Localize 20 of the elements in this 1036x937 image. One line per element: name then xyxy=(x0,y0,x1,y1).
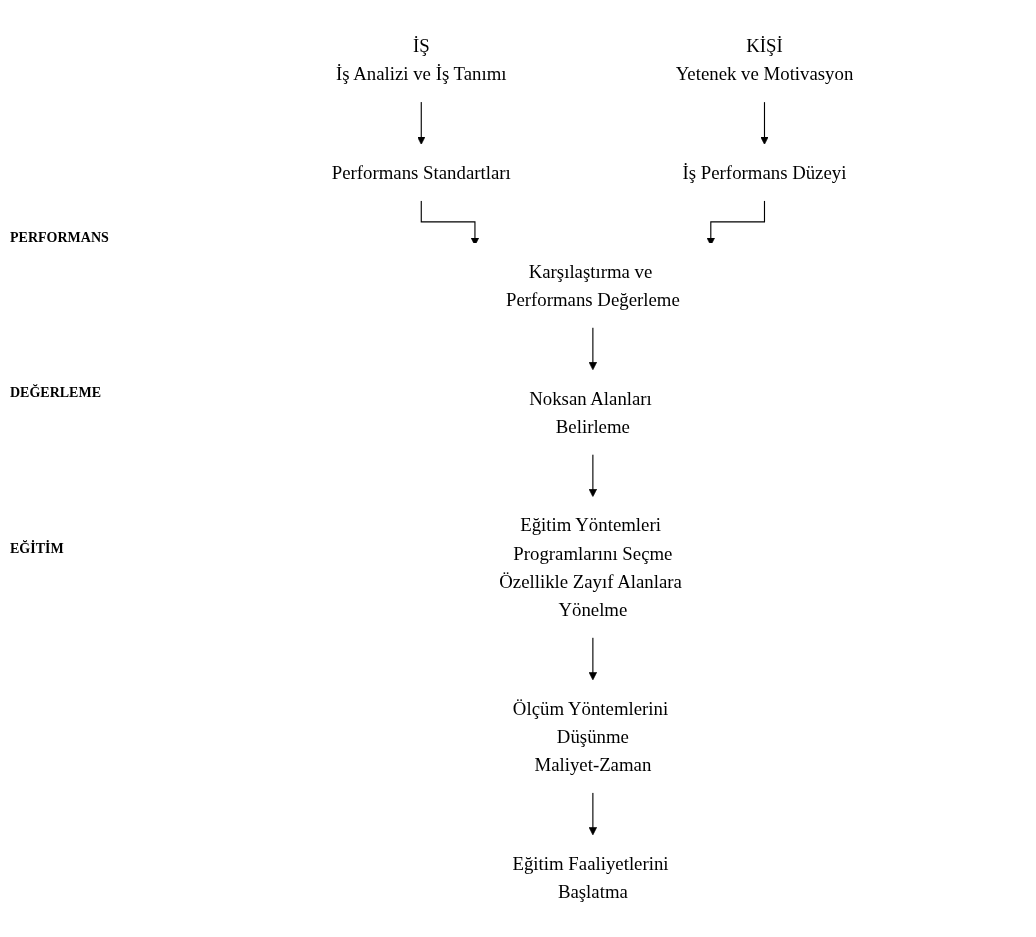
node-text: KİŞİ Yetenek ve Motivasyon xyxy=(676,35,854,85)
arrow xyxy=(707,200,766,246)
arrow xyxy=(760,101,770,145)
node-text: Eğitim Yöntemleri Programlarını Seçme Özellikle Zayıf Alanlara Yönelme xyxy=(499,514,683,620)
node-text: Ölçüm Yöntemlerini Düşünme Maliyet-Zaman xyxy=(513,697,669,775)
node-text: İŞ İş Analizi ve İş Tanımı xyxy=(336,35,508,85)
row-label: EĞİTİM xyxy=(10,541,65,558)
row-label: DEĞERLEME xyxy=(10,385,102,402)
node-text: Karşılaştırma ve Performans Değerleme xyxy=(506,260,681,310)
arrow xyxy=(589,327,598,371)
node-text: Performans Standartları xyxy=(332,162,512,183)
row-label: PERFORMANS xyxy=(10,229,110,246)
arrow xyxy=(589,637,598,681)
node-text: İş Performans Düzeyi xyxy=(683,162,847,183)
node-text: Eğitim Faaliyetlerini Başlatma xyxy=(512,852,669,902)
node-text: Noksan Alanları Belirleme xyxy=(529,387,653,437)
arrow xyxy=(589,792,598,836)
arrow xyxy=(421,200,480,246)
arrow xyxy=(589,453,598,498)
arrow xyxy=(417,101,426,145)
